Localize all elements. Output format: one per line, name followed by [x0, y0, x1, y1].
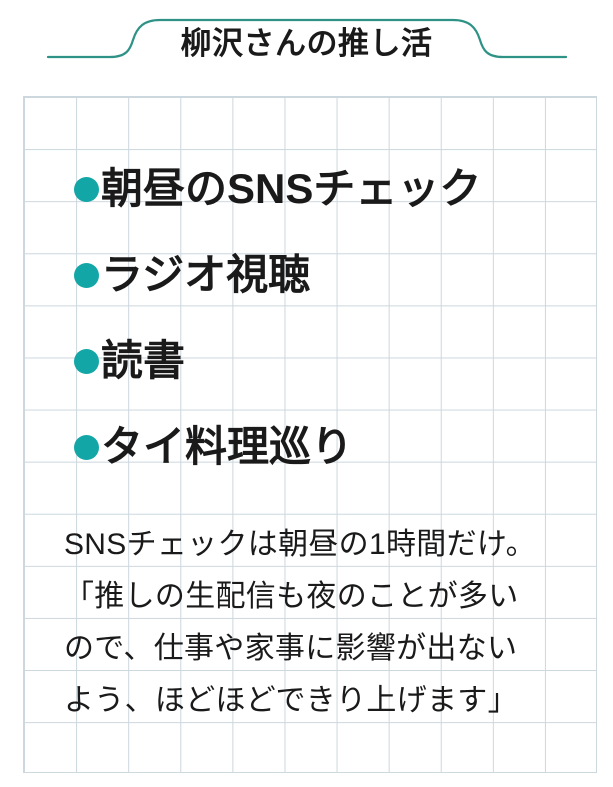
list-item-label: タイ料理巡り	[101, 423, 354, 470]
page-title: 柳沢さんの推し活	[180, 26, 433, 61]
bullet-dot-icon	[74, 348, 99, 374]
note-paragraph: SNSチェックは朝昼の1時間だけ。 「推しの生配信も夜のことが多い ので、仕事や…	[64, 519, 564, 727]
list-item-label: 読書	[101, 337, 186, 384]
bullet-dot-icon	[74, 434, 99, 460]
list-item: 読書	[74, 318, 594, 404]
grid-right-edge	[596, 96, 597, 773]
list-item-label: ラジオ視聴	[101, 251, 311, 298]
list-item-label: 朝昼のSNSチェック	[101, 165, 482, 212]
note-line: ので、仕事や家事に影響が出ない	[64, 632, 518, 665]
activity-list: 朝昼のSNSチェック ラジオ視聴 読書 タイ料理巡り	[74, 146, 594, 490]
note-line: SNSチェックは朝昼の1時間だけ。	[64, 528, 536, 561]
grid-paper-background	[23, 96, 596, 772]
bullet-dot-icon	[74, 262, 99, 288]
list-item: タイ料理巡り	[74, 404, 594, 490]
list-item: ラジオ視聴	[74, 232, 594, 318]
list-item: 朝昼のSNSチェック	[74, 146, 594, 232]
title-banner: 柳沢さんの推し活	[0, 0, 613, 96]
note-line: 「推しの生配信も夜のことが多い	[64, 580, 519, 613]
grid-bottom-edge	[23, 772, 597, 773]
banner-ribbon-icon	[46, 18, 568, 59]
note-line: よう、ほどほどできり上げます」	[64, 684, 518, 717]
bullet-dot-icon	[74, 176, 99, 202]
